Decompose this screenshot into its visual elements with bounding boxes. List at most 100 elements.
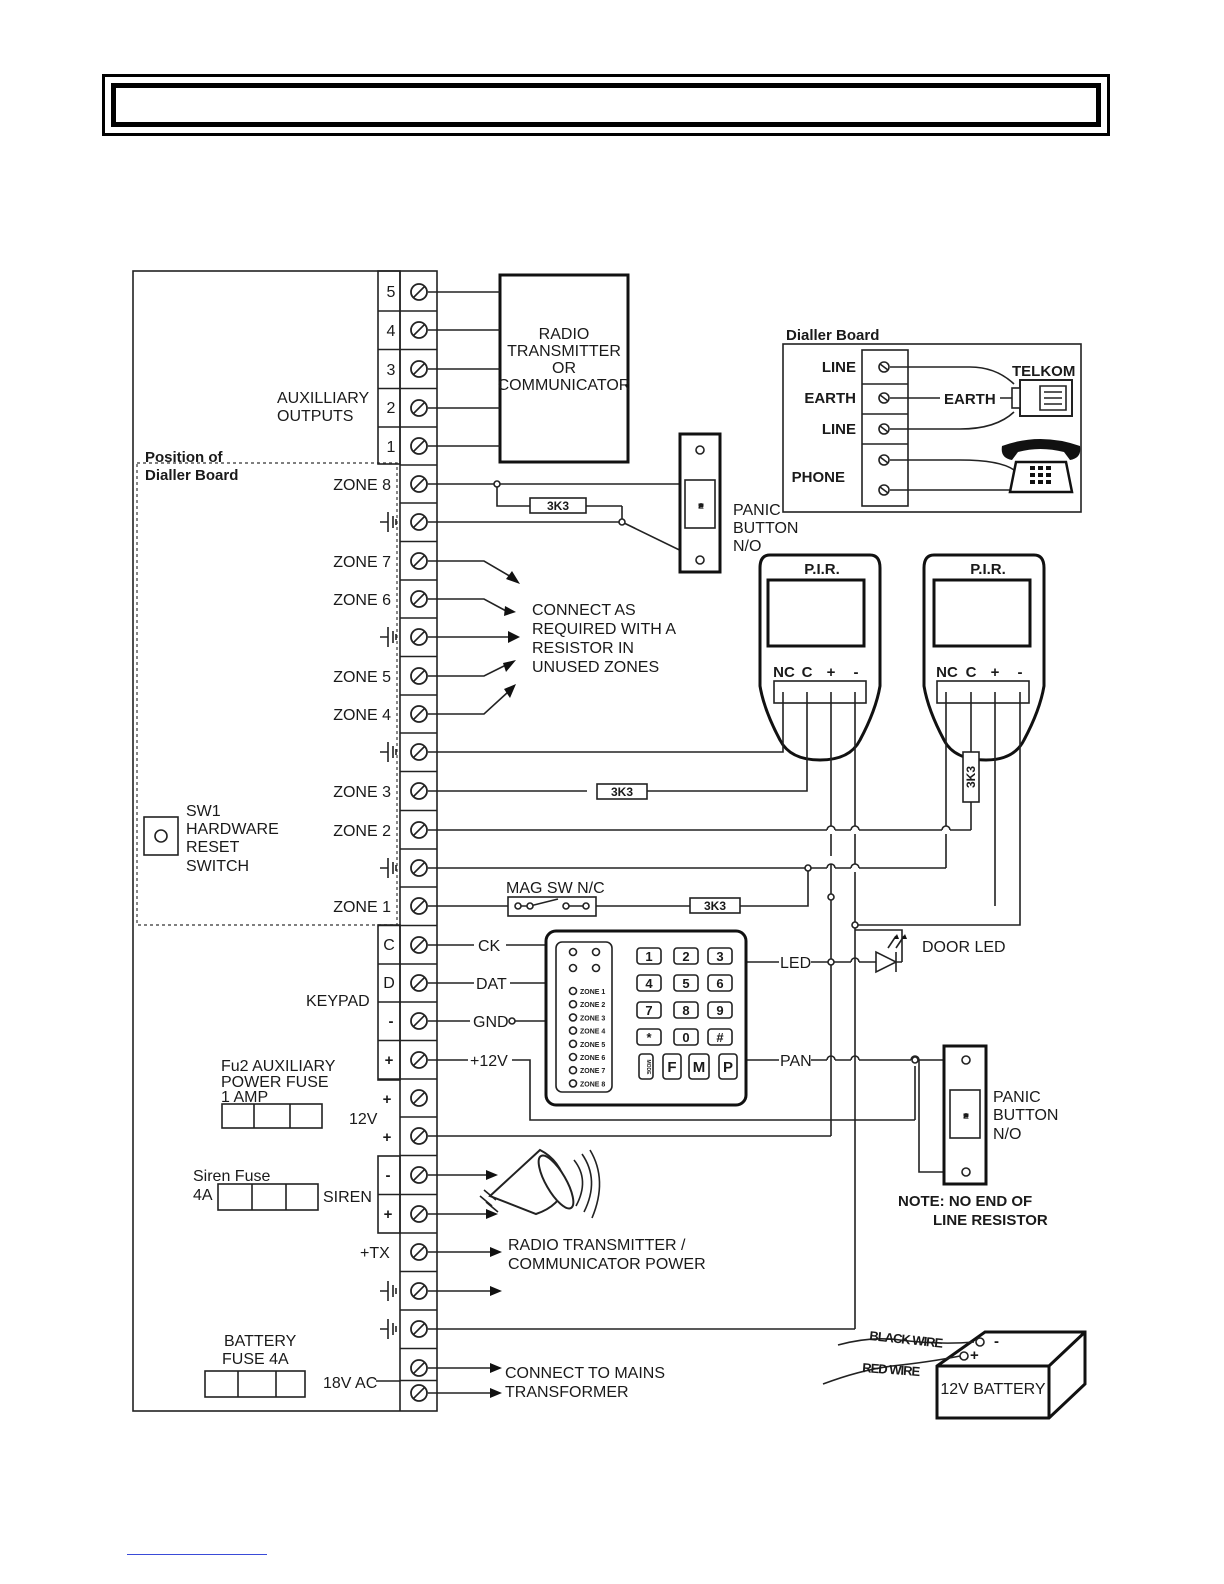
dialler-screws: [878, 361, 890, 496]
keypad-zone-led: ZONE 1: [568, 986, 605, 996]
pir-2-plus: +: [991, 664, 1000, 681]
pir-2-c: C: [966, 664, 977, 681]
telkom-label: TELKOM: [1012, 363, 1075, 380]
resistor-3k3-pir2: [962, 751, 980, 803]
terminal-screw: [410, 1359, 428, 1377]
zone-5-label: ZONE 5: [333, 669, 391, 686]
keypad-key-9[interactable]: 9: [707, 1001, 733, 1019]
header-inner-frame: [111, 83, 1101, 127]
dialler-position-area: [136, 462, 398, 926]
keypad-indicator-led: [591, 963, 601, 973]
keypad-key-m[interactable]: [688, 1053, 710, 1080]
battery-fuse-label-2: FUSE 4A: [222, 1351, 289, 1368]
aux-terminal-2: 2: [387, 400, 396, 417]
keypad-key-label: 1: [645, 949, 652, 964]
keypad-zone-led-label: ZONE 7: [580, 1068, 605, 1075]
fu2-label-2: POWER FUSE: [221, 1074, 329, 1091]
terminal-screw: [410, 360, 428, 378]
terminal-screw: [410, 1384, 428, 1402]
sw1-label-3: RESET: [186, 839, 240, 856]
keypad-key-2[interactable]: 2: [673, 947, 699, 965]
pir-1-minus: -: [854, 664, 859, 681]
keypad-wire-hops: [826, 957, 920, 1061]
terminal-screw: [410, 821, 428, 839]
dialler-board-title: Dialler Board: [786, 327, 879, 344]
keypad-key-mode-label: MODE: [645, 1060, 651, 1076]
dialler-wires: [890, 366, 1018, 491]
keypad-key-5[interactable]: 5: [673, 974, 699, 992]
keypad-display-panel: [555, 941, 613, 1093]
terminal-screw: [410, 552, 428, 570]
panic-terminal-dot: [961, 1167, 971, 1177]
keypad-key-star[interactable]: *: [636, 1028, 662, 1046]
terminal-screw: [410, 667, 428, 685]
resistor-label-zone3: 3K3: [611, 785, 633, 799]
battery-terminal-positive: [959, 1351, 969, 1361]
keypad-key-mode[interactable]: [638, 1053, 654, 1080]
keypad-zone-led-label: ZONE 4: [580, 1029, 605, 1036]
keypad-key-3[interactable]: 3: [707, 947, 733, 965]
terminal-screw: [410, 399, 428, 417]
keypad-key-7[interactable]: 7: [636, 1001, 662, 1019]
pir-1-lens: [766, 578, 866, 648]
radio-box-line-2: TRANSMITTER: [507, 343, 621, 360]
pir-wiring: [428, 692, 1021, 1330]
terminal-screw: [410, 859, 428, 877]
note-line-1: NOTE: NO END OF: [898, 1193, 1032, 1210]
aux-outputs-label-1: AUXILLIARY: [277, 390, 370, 407]
zone-6-label: ZONE 6: [333, 592, 391, 609]
sw1-reset-switch[interactable]: [143, 816, 179, 856]
keypad-key-6[interactable]: 6: [707, 974, 733, 992]
keypad-key-8[interactable]: 8: [673, 1001, 699, 1019]
wire-led-label: LED: [780, 955, 811, 972]
dialler-terminal-screw: [878, 484, 890, 496]
keypad-key-f-label: F: [667, 1059, 676, 1076]
aux-terminal-5: 5: [387, 284, 396, 301]
dialler-line-2: LINE: [822, 421, 856, 438]
keypad-key-f[interactable]: [662, 1053, 682, 1080]
mag-switch-label: MAG SW N/C: [506, 880, 605, 897]
keypad-indicator-led: [568, 963, 578, 973]
mag-switch: [507, 896, 597, 917]
junction-dot: [618, 518, 626, 526]
keypad-zone-led-label: ZONE 1: [580, 989, 605, 996]
keypad-zone-led: ZONE 8: [568, 1079, 605, 1088]
keypad-terminal-c: C: [383, 937, 395, 954]
panic-button-label-2: BUTTON: [733, 520, 798, 537]
aux-terminal-4: 4: [387, 323, 396, 340]
pir-2-lens: [932, 578, 1032, 648]
aux-outputs-label-2: OUTPUTS: [277, 408, 353, 425]
battery-minus-label: -: [994, 1333, 999, 1350]
terminal-screw: [410, 513, 428, 531]
terminal-screw: [410, 1205, 428, 1223]
junction-dot: [827, 893, 835, 901]
battery-wires: [822, 1338, 975, 1385]
mag-switch-dot: [526, 902, 534, 910]
dialler-board-position-label: Dialler Board: [145, 467, 238, 484]
black-wire-label: BLACK WIRE: [869, 1328, 945, 1351]
keypad-key-4[interactable]: 4: [636, 974, 662, 992]
footer-link-underline: [127, 1554, 267, 1555]
keypad-key-p[interactable]: [718, 1053, 738, 1080]
zone-7-label: ZONE 7: [333, 554, 391, 571]
keypad-key-0[interactable]: 0: [673, 1028, 699, 1046]
position-of-label: Position of: [145, 449, 223, 466]
junction-dot: [851, 921, 859, 929]
battery-fuse-holder: [204, 1370, 306, 1398]
terminal-screw: [410, 974, 428, 992]
pir-1-terminal-block: [773, 680, 867, 704]
terminal-screw: [410, 1089, 428, 1107]
keypad-indicator-led: [568, 947, 578, 957]
resistor-3k3-zone1: [689, 897, 741, 914]
radio-box-line-1: RADIO: [539, 326, 590, 343]
battery-label: 12V BATTERY: [940, 1381, 1046, 1398]
sw1-label-1: SW1: [186, 803, 221, 820]
radio-power-label-2: COMMUNICATOR POWER: [508, 1256, 706, 1273]
keypad-key-1[interactable]: 1: [636, 947, 662, 965]
panic-button-label-3: N/O: [733, 538, 761, 555]
keypad-key-hash[interactable]: #: [707, 1028, 733, 1046]
keypad-zone-led-label: ZONE 5: [580, 1042, 605, 1049]
keypad-key-label: 4: [645, 976, 653, 991]
